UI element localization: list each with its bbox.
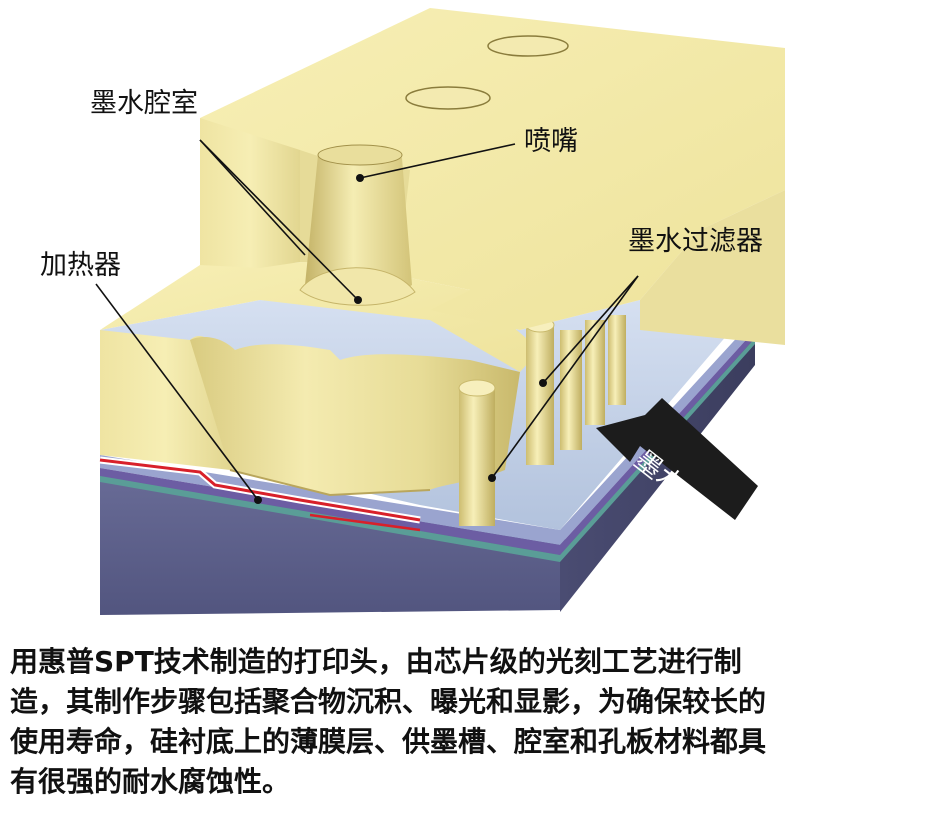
caption-line: 用惠普SPT技术制造的打印头，由芯片级的光刻工艺进行制 <box>10 645 742 678</box>
filter-pillar <box>608 315 626 405</box>
filter-pillar <box>585 320 605 425</box>
ink-flow-arrow <box>596 398 758 520</box>
filter-pillar <box>458 379 496 526</box>
leader-lines <box>95 139 639 501</box>
filter-pillar <box>560 330 582 450</box>
nozzle-bore <box>299 144 416 306</box>
nozzle-label: 喷嘴 <box>524 126 578 157</box>
orifice-hole <box>487 35 569 57</box>
ink-filter-label: 墨水过滤器 <box>628 226 763 257</box>
ink-chamber-label: 墨水腔室 <box>90 88 198 119</box>
figure-caption: 用惠普SPT技术制造的打印头，由芯片级的光刻工艺进行制 造，其制作步骤包括聚合物… <box>10 642 926 802</box>
caption-line: 造，其制作步骤包括聚合物沉积、曝光和显影，为确保较长的 <box>10 685 767 718</box>
caption-line: 使用寿命，硅衬底上的薄膜层、供墨槽、腔室和孔板材料都具 <box>10 725 767 758</box>
silicon-substrate <box>100 318 755 615</box>
chamber-layer <box>100 262 540 497</box>
filter-pillar <box>525 317 555 465</box>
heater-trace <box>99 456 421 532</box>
printhead-cross-section-diagram <box>95 8 785 615</box>
orifice-hole <box>405 86 491 110</box>
heater-label: 加热器 <box>40 250 121 281</box>
ink-filter-pillars <box>458 315 626 526</box>
caption-line: 有很强的耐水腐蚀性。 <box>10 765 291 798</box>
leader-dots <box>254 174 547 504</box>
